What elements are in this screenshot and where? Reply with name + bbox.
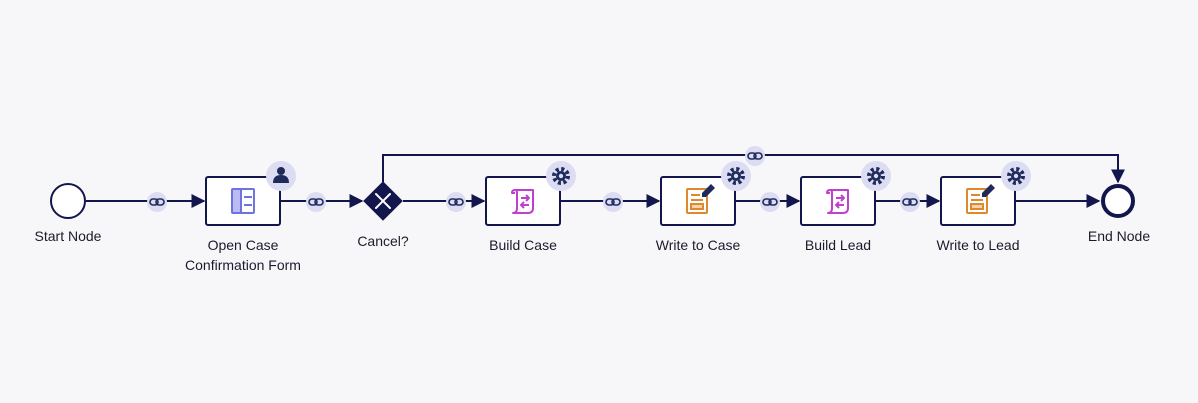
gear-icon — [1007, 167, 1025, 185]
build-case-label: Build Case — [489, 237, 557, 253]
link-badge[interactable] — [306, 192, 326, 212]
pencil-icon — [702, 184, 715, 197]
open-form-label: Open Case Confirmation Form — [185, 235, 301, 275]
write-case-label: Write to Case — [655, 237, 741, 253]
gear-icon — [867, 167, 885, 185]
end-node[interactable] — [1101, 184, 1135, 218]
node-write-case[interactable] — [660, 161, 751, 226]
link-badge[interactable] — [147, 192, 167, 212]
script-icon — [826, 189, 849, 214]
link-badge[interactable] — [745, 146, 765, 166]
script-icon — [511, 189, 534, 214]
gear-badge[interactable] — [721, 161, 751, 191]
form-layout-icon — [231, 188, 255, 214]
gear-badge[interactable] — [546, 161, 576, 191]
link-icon — [448, 198, 464, 206]
gear-icon — [552, 167, 570, 185]
link-badge[interactable] — [900, 192, 920, 212]
gear-icon — [727, 167, 745, 185]
pencil-icon — [982, 184, 995, 197]
node-write-lead[interactable] — [940, 161, 1031, 226]
start-node[interactable] — [50, 183, 86, 219]
link-badge[interactable] — [760, 192, 780, 212]
gear-badge[interactable] — [861, 161, 891, 191]
link-badge[interactable] — [446, 192, 466, 212]
node-open-form[interactable] — [205, 161, 296, 226]
open-form-label-line1: Open Case — [207, 237, 279, 253]
link-icon — [149, 198, 165, 206]
link-badge[interactable] — [603, 192, 623, 212]
decision-cancel[interactable] — [363, 181, 403, 221]
open-form-label-line2: Confirmation Form — [185, 257, 301, 273]
link-icon — [605, 198, 621, 206]
cancel-label: Cancel? — [357, 233, 409, 249]
node-build-lead[interactable] — [800, 161, 891, 226]
end-node-label: End Node — [1087, 228, 1151, 244]
user-badge[interactable] — [266, 161, 296, 191]
write-lead-label: Write to Lead — [936, 237, 1020, 253]
link-icon — [762, 198, 778, 206]
start-node-label: Start Node — [34, 228, 102, 244]
link-icon — [308, 198, 324, 206]
link-icon — [902, 198, 918, 206]
link-icon — [747, 152, 763, 160]
gear-badge[interactable] — [1001, 161, 1031, 191]
build-lead-label: Build Lead — [804, 237, 872, 253]
node-build-case[interactable] — [485, 161, 576, 226]
edit-record-icon — [966, 188, 988, 214]
edit-record-icon — [686, 188, 708, 214]
user-icon — [273, 167, 289, 183]
link-badges — [147, 146, 920, 212]
close-icon — [375, 193, 391, 209]
